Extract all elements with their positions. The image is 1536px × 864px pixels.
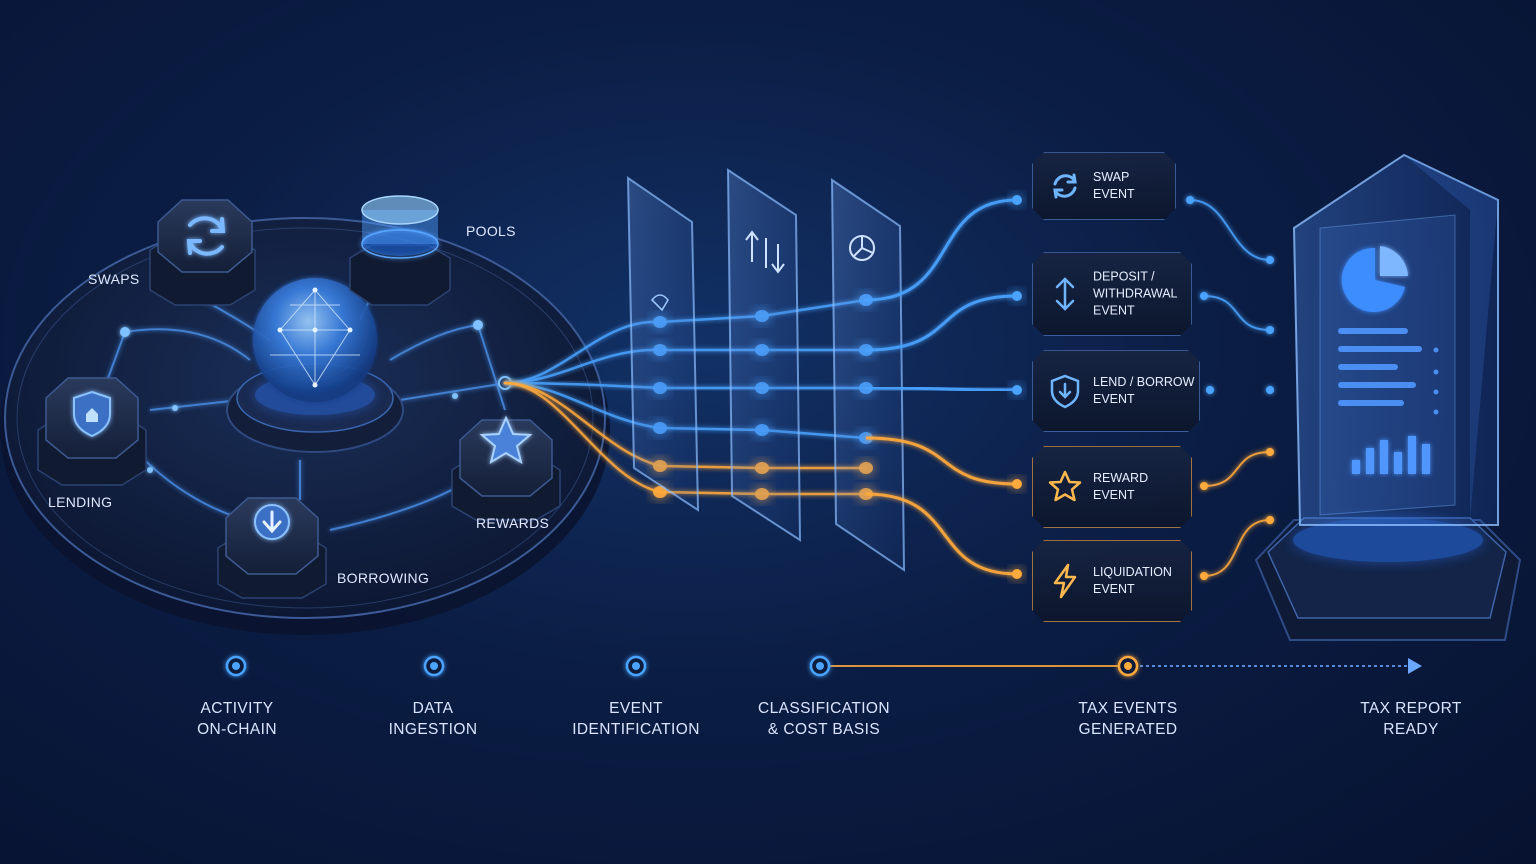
routing-curve [865,386,1018,392]
borrowing-label: BORROWING [337,570,430,586]
classification-panel [830,178,906,572]
shield-icon [73,390,111,438]
pipeline-timeline [225,655,1422,677]
report-link-end [1266,516,1274,524]
routing-endpoint [1012,385,1022,395]
timeline-node-core [632,662,640,670]
report-link [1203,519,1271,577]
report-link-end [1266,386,1274,394]
timeline-node-core [232,662,240,670]
report-link-start [1200,572,1208,580]
shield-down-icon [1047,373,1083,409]
lightning-icon [1047,563,1083,599]
lending-label: LENDING [48,494,113,510]
report-link-end [1266,256,1274,264]
pools-label: POOLS [466,223,516,239]
report-link-end [1266,326,1274,334]
rewards-module [451,415,561,521]
pie-chart-icon [849,235,875,261]
identification-panel [726,168,802,542]
ingestion-panel [626,176,700,512]
routing-endpoint [1012,291,1022,301]
tax-report-tower [1254,153,1522,641]
up-down-arrow-icon [1047,276,1083,312]
timeline-node-core [1124,662,1132,670]
timeline-node-core [430,662,438,670]
routing-endpoint [1012,479,1022,489]
routing-endpoint [1012,195,1022,205]
report-pie-icon [1341,246,1408,312]
pools-module [349,195,451,306]
gauge-icon [650,294,669,312]
report-links [1186,196,1274,580]
routing-curve [865,492,1018,576]
sort-icon [745,230,785,274]
report-link [1203,451,1271,487]
swaps-module [149,199,256,306]
stage-classification-cost-basis: CLASSIFICATION& COST BASIS [758,700,890,738]
rewards-label: REWARDS [476,515,550,531]
star-outline-icon [1047,469,1083,505]
routing-curve [865,294,1018,352]
routing-curve [865,436,1018,486]
report-bar-icon [1352,436,1430,474]
report-link-start [1200,292,1208,300]
timeline-arrowhead [1408,658,1422,674]
routing-curve [865,198,1018,302]
star-icon [479,415,533,465]
fiber-node [653,486,667,498]
report-link-start [1186,196,1194,204]
swap-cycle-icon [1047,168,1083,204]
report-text-lines [1338,328,1439,415]
report-link-start [1206,386,1214,394]
report-link [1203,295,1271,331]
central-sphere [226,278,404,453]
lending-module [37,377,147,486]
swap-icon [186,216,226,256]
report-link-start [1200,482,1208,490]
timeline-node-core [816,662,824,670]
routing-endpoint [1012,569,1022,579]
report-link [1189,199,1271,261]
borrowing-module [217,497,327,599]
swaps-label: SWAPS [88,271,140,287]
event-routing-curves [865,195,1022,579]
download-arrow-icon [254,504,290,540]
report-link-end [1266,448,1274,456]
